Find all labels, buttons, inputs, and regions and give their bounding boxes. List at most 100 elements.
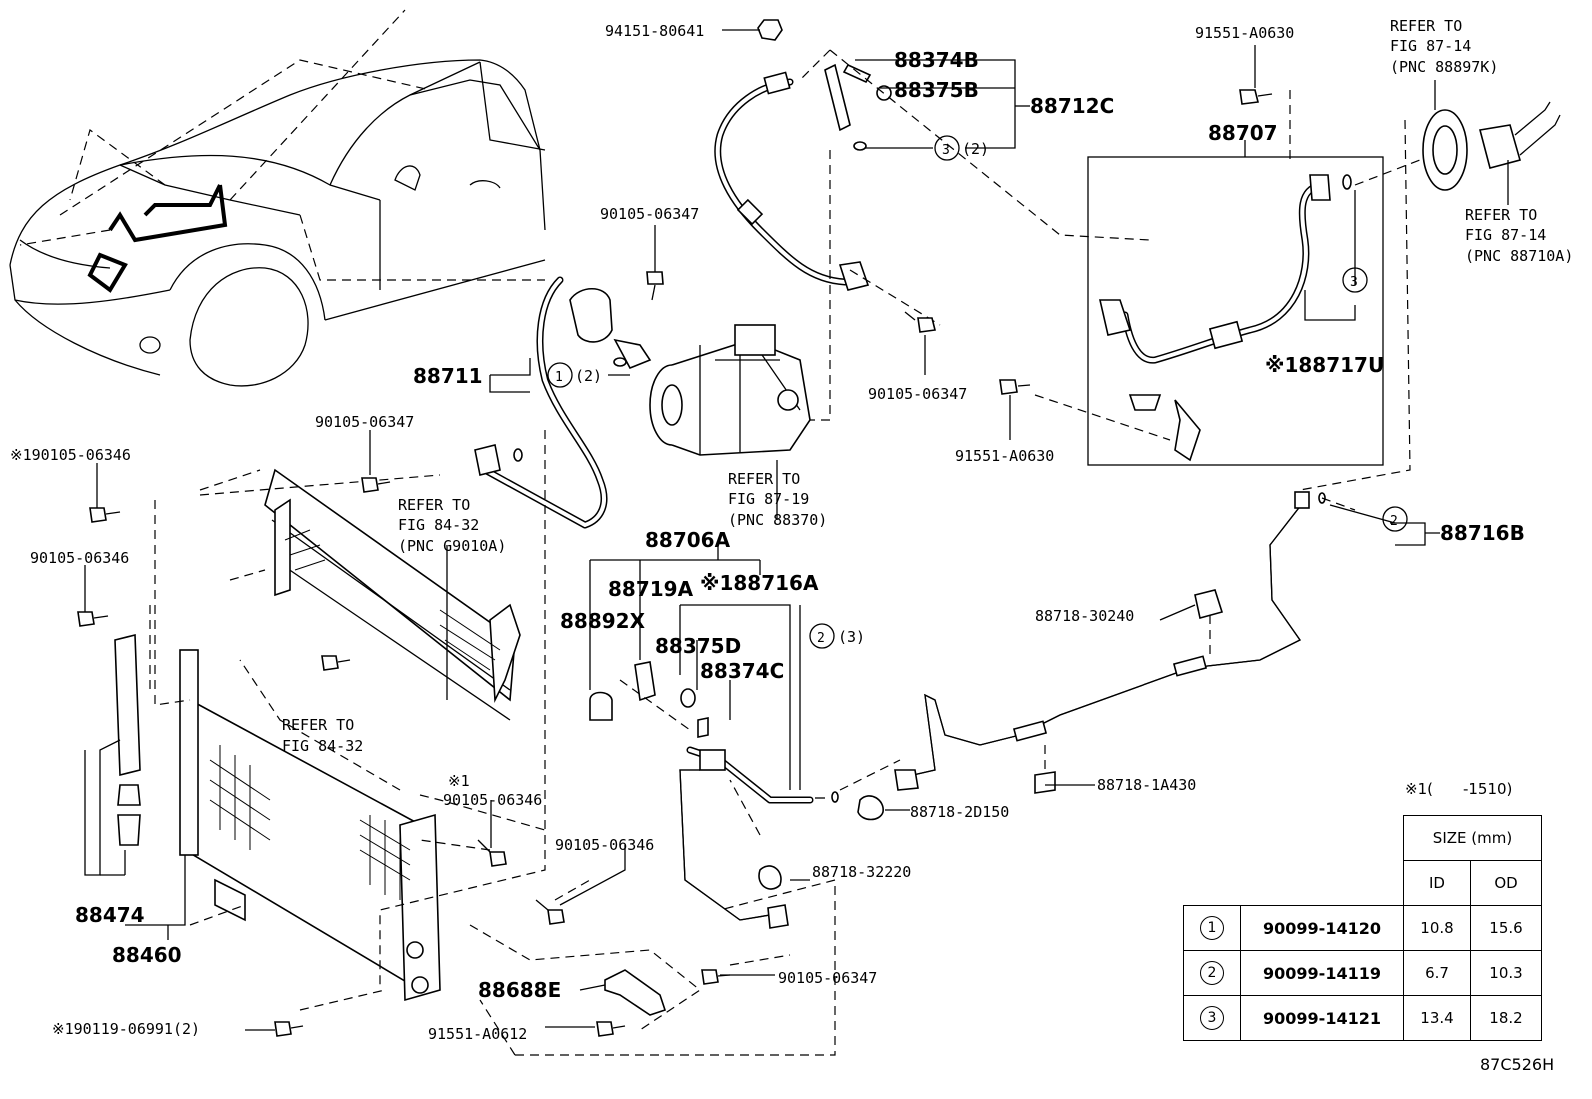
- pipe-88716B: [857, 491, 1326, 821]
- label-88374B: 88374B: [894, 48, 979, 72]
- bolt-90105-06346-a: [77, 611, 109, 627]
- label-90105-06346-a: 90105-06346: [30, 549, 129, 567]
- ac-compressor: [649, 324, 811, 456]
- flange-88897K: [1422, 109, 1468, 191]
- id-value: 6.7: [1403, 950, 1471, 996]
- callout-circle-3-top: 3: [934, 135, 960, 161]
- hose-88712C: [714, 63, 892, 291]
- diagram-code: 87C526H: [1480, 1055, 1555, 1074]
- label-88711: 88711: [413, 364, 483, 388]
- mark-circle: 3: [1200, 1006, 1224, 1030]
- liquid-line-leaders: [619, 679, 901, 836]
- condenser-lower: [179, 649, 441, 1002]
- label-88706A: 88706A: [645, 528, 731, 552]
- bolt-90105-06347-a: [646, 271, 664, 301]
- svg-text:REFER TO: REFER TO: [282, 716, 354, 734]
- label-circ3-qty: (2): [962, 140, 989, 158]
- label-90105-06346-c: 90105-06346: [555, 836, 654, 854]
- group-box-88707: [1087, 156, 1384, 466]
- label-188716A: ※188716A: [700, 571, 819, 595]
- seal-88474: [114, 633, 141, 846]
- svg-text:2: 2: [817, 631, 825, 646]
- id-value: 10.8: [1403, 905, 1471, 951]
- label-90105-06347-c: 90105-06347: [315, 413, 414, 431]
- mark-circle: 1: [1200, 916, 1224, 940]
- bolt-icons: [77, 19, 1273, 1037]
- table-row: 1 90099-14120 10.8 15.6: [1183, 905, 1542, 951]
- label-91551-A0630-b: 91551-A0630: [955, 447, 1054, 465]
- svg-text:REFER TO: REFER TO: [728, 470, 800, 488]
- svg-text:FIG 87-14: FIG 87-14: [1390, 37, 1471, 55]
- bracket-88688E: [604, 969, 667, 1016]
- size-header: SIZE (mm): [1403, 815, 1542, 861]
- label-90105-06347-d: 90105-06347: [778, 969, 877, 987]
- bolt-90105-06347-b: [904, 311, 936, 333]
- condenser-upper: [264, 468, 521, 721]
- label-190119-06991: ※190119-06991(2): [52, 1020, 200, 1038]
- id-value: 13.4: [1403, 995, 1471, 1041]
- svg-text:REFER TO: REFER TO: [398, 496, 470, 514]
- bolt-90105-06347-c: [361, 477, 391, 493]
- liquid-line-88706A: [589, 661, 839, 929]
- label-88474: 88474: [75, 903, 145, 927]
- od-value: 15.6: [1470, 905, 1542, 951]
- od-value: 10.3: [1470, 950, 1542, 996]
- label-88712C: 88712C: [1030, 94, 1114, 118]
- bolt-refer-84-32: [321, 655, 351, 671]
- pipe-leaders: [1044, 119, 1411, 772]
- vehicle-illustration: [9, 59, 546, 387]
- svg-text:3: 3: [942, 143, 950, 158]
- box-88707-leaders: [1034, 90, 1421, 441]
- label-88718-2D150: 88718-2D150: [910, 803, 1009, 821]
- svg-text:(PNC 88710A): (PNC 88710A): [1465, 247, 1573, 265]
- callout-circle-2-center: 2: [809, 623, 835, 649]
- label-88718-1A430: 88718-1A430: [1097, 776, 1196, 794]
- svg-text:※1: ※1: [448, 772, 470, 790]
- svg-text:(PNC G9010A): (PNC G9010A): [398, 537, 506, 555]
- part-number: 90099-14121: [1240, 995, 1404, 1041]
- assembly-leader-lines: [149, 430, 836, 1056]
- mark-circle: 2: [1200, 961, 1224, 985]
- label-88719A: 88719A: [608, 577, 694, 601]
- bolt-91551-A0612: [596, 1021, 626, 1037]
- svg-text:FIG 87-14: FIG 87-14: [1465, 226, 1546, 244]
- svg-text:(2): (2): [575, 367, 602, 385]
- callout-circle-2-right: 2: [1382, 506, 1408, 532]
- vehicle-leader-lines: [19, 9, 545, 281]
- label-88716B: 88716B: [1440, 521, 1525, 545]
- label-88375B: 88375B: [894, 78, 979, 102]
- label-90105-06347-b: 90105-06347: [868, 385, 967, 403]
- label-91551-A0612: 91551-A0612: [428, 1025, 527, 1043]
- hose-88711: [474, 276, 652, 529]
- part-number: 90099-14120: [1240, 905, 1404, 951]
- bolt-190105-06346: [89, 507, 121, 523]
- bolt-90105-06347-d: [701, 969, 731, 985]
- bolt-90105-06346-b: [477, 839, 507, 867]
- label-88375D: 88375D: [655, 634, 741, 658]
- label-88460: 88460: [112, 943, 182, 967]
- bolt-91551-A0630-b: [999, 379, 1031, 395]
- label-88688E: 88688E: [478, 978, 561, 1002]
- svg-text:(3): (3): [838, 628, 865, 646]
- oring-size-table: SIZE (mm) ID OD 1 90099-14120 10.8 15.6 …: [1183, 815, 1542, 1041]
- svg-text:FIG 84-32: FIG 84-32: [282, 737, 363, 755]
- svg-text:2: 2: [1390, 514, 1398, 529]
- part-labels: 94151-80641 88374B 88375B 88712C (2) 915…: [10, 17, 1573, 1043]
- label-90105-06346-b: 90105-06346: [443, 791, 542, 809]
- label-94151-80641: 94151-80641: [605, 22, 704, 40]
- svg-text:FIG 84-32: FIG 84-32: [398, 516, 479, 534]
- footnote: ※1( -1510): [1405, 780, 1513, 798]
- col-od: OD: [1470, 860, 1542, 906]
- table-row: 2 90099-14119 6.7 10.3: [1183, 950, 1542, 996]
- label-88717U: ※188717U: [1265, 353, 1384, 377]
- label-91551-A0630-top: 91551-A0630: [1195, 24, 1294, 42]
- part-number: 90099-14119: [1240, 950, 1404, 996]
- label-90105-06347-a: 90105-06347: [600, 205, 699, 223]
- callout-circle-3-box: 3: [1342, 267, 1368, 293]
- od-value: 18.2: [1470, 995, 1542, 1041]
- bolt-90105-06346-c: [535, 899, 565, 925]
- svg-text:REFER TO: REFER TO: [1390, 17, 1462, 35]
- label-88707: 88707: [1208, 121, 1278, 145]
- label-88374C: 88374C: [700, 659, 784, 683]
